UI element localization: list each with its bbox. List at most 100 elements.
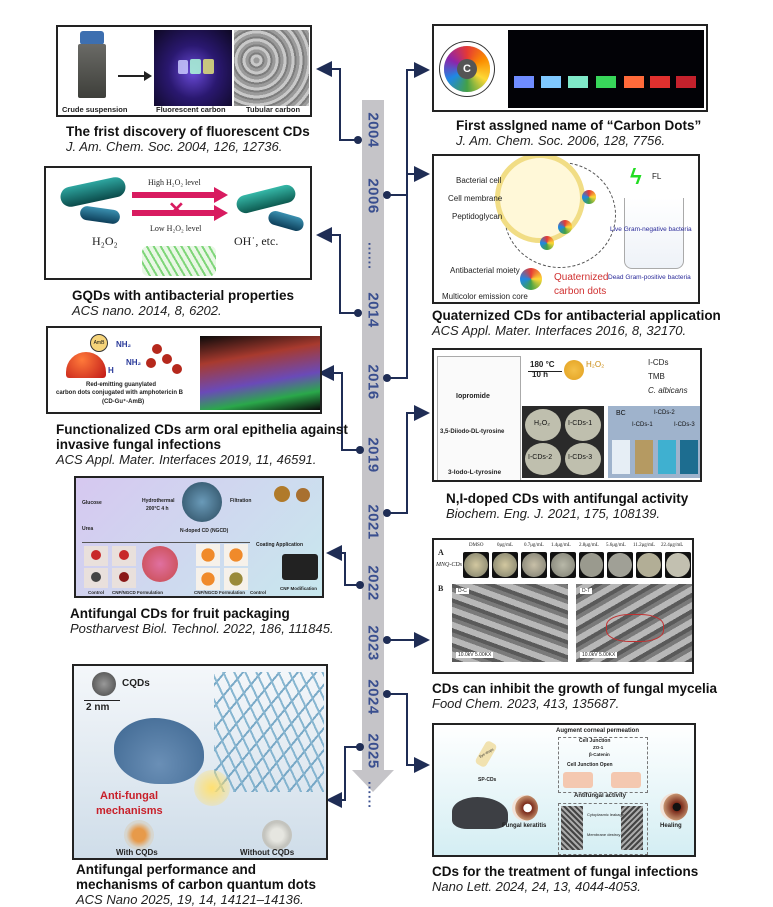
bacterium-graphic [266,209,306,233]
entry-reference: Nano Lett. 2024, 24, 13, 4044-4053. [432,879,641,894]
figure-label: Peptidoglycan [452,212,503,221]
entry-reference: J. Am. Chem. Soc. 2006, 128, 7756. [456,133,666,148]
fruit-cross-section-graphic [142,546,178,582]
connector-2014 [316,227,358,314]
petri-dish-row [463,552,691,578]
timeline-arrowhead [352,770,394,792]
carbon-dot-graphic [540,236,554,250]
sem-image-control: D-C 10.0kV 5.00KX [452,584,568,662]
entry-reference: Food Chem. 2023, 413, 135687. [432,696,620,711]
figure-label: H [108,366,114,375]
figure-label: H₂O₂ [534,420,550,427]
figure-label: Antifungal activity [574,793,627,799]
caption-2019: Functionalized CDs arm oral epithelia ag… [56,422,356,467]
figure-label: C. albicans [648,386,688,395]
figure-label: Control [88,590,104,595]
figure-label: ZO-1 [593,745,604,750]
connector-2004 [316,61,358,141]
connector-2006 [387,62,430,196]
caption-2024: CDs for the treatment of fungal infectio… [432,864,698,894]
figure-label: 0.7μg/mL [524,543,544,548]
figure-label: Tubular carbon [246,105,301,114]
figure-label: Glucose [82,500,102,506]
figure-label: Low H₂O₂ level [150,224,202,233]
petri-dish-grid: H₂O₂ I-CDs-1 I-CDs-2 I-CDs-3 [522,406,604,478]
antifungal-box: Cytoplasmic leakage Membrane destroy [558,803,648,855]
figure-panel-2016: Bacterial cell Cell membrane Peptidoglyc… [432,154,700,304]
node-2014 [354,309,362,317]
node-2023 [383,636,391,644]
figure-label: I-CDs-2 [528,454,553,461]
figure-label: Bacterial cell [456,176,502,185]
figure-label: I-CDs-1 [632,422,653,428]
year-label-2022: 2022 [364,565,382,601]
sem-image-treated: D-T 10.0kV 5.00KX [576,584,692,662]
figure-label: 10 h [532,370,549,379]
carbon-dot-graphic [582,190,596,204]
figure-label: Fluorescent carbon [156,105,226,114]
year-label-2016: 2016 [364,364,382,400]
fluorescent-vials-photo [154,30,232,106]
figure-label: Augment corneal permeation [556,728,640,734]
figure-label: 11.2μg/mL [633,543,656,548]
figure-label: D-T [580,588,593,594]
eye-graphic [512,795,538,821]
figure-label: Cell Junction [579,738,611,744]
caption-2023: CDs can inhibit the growth of fungal myc… [432,681,717,711]
year-label-2025: 2025 [364,733,382,769]
figure-label: 2.8μg/mL [579,543,599,548]
figure-label: Fungal keratitis [502,823,547,829]
figure-label: Urea [82,526,94,532]
figure-label: 10.0kV 5.00KX [456,652,494,658]
figure-label: 22.4μg/mL [661,543,684,548]
figure-label: B [438,584,444,593]
figure-label: A [438,548,444,557]
year-label-2024: 2024 [364,679,382,715]
figure-label: CQDs [122,678,150,689]
figure-panel-2022: Glucose Urea Hydrothermal 200°C 4 h N-do… [74,476,324,598]
figure-label: Cell Junction Open [567,762,613,768]
figure-label: DMSO [469,543,484,548]
node-2016 [383,374,391,382]
figure-panel-2014: ✕ High H₂O₂ level Low H₂O₂ level H₂O₂ OH… [44,166,312,280]
figure-label: H₂O₂ [92,234,118,248]
caption-2014: GQDs with antibacterial properties ACS n… [72,288,294,318]
entry-title: Antifungal CDs for fruit packaging [70,606,290,621]
figure-label: Control [250,590,266,595]
figure-label: I-CDs-2 [654,410,675,416]
figure-label: Healing [660,823,682,829]
entry-reference: Biochem. Eng. J. 2021, 175, 108139. [446,506,660,521]
node-2021 [383,509,391,517]
figure-label: I-CDs-1 [568,420,593,427]
vials-photo: BC I-CDs-1 I-CDs-2 I-CDs-3 [608,406,700,478]
bacterium-graphic [234,183,298,215]
magnified-cell-circle [495,156,616,268]
dish-with-cqds-graphic [124,820,154,850]
figure-label: NH₂ [116,340,132,349]
connector-2021 [387,405,430,514]
entry-title: First asslgned name of “Carbon Dots” [456,118,702,133]
caption-2021: N,I-doped CDs with antifungal activity B… [446,491,688,521]
glow-graphic [194,770,230,806]
figure-panel-2023: A MNQ-CDs DMSO 0μg/mL 0.7μg/mL 1.4μg/mL … [432,538,694,674]
figure-label: CNF/NGCD Formulation [194,590,245,595]
healed-eye-graphic [660,793,688,821]
carbon-dot-graphic [66,352,106,378]
year-label-2023: 2023 [364,625,382,661]
figure-label: Iopromide [456,393,490,400]
orange-photo [196,544,220,566]
figure-label: OH˙, etc. [234,234,279,248]
mycelia-graphic [214,672,324,792]
bacterium-graphic [79,205,121,225]
bacterium-graphic [58,175,128,209]
figure-label: 3-Iodo-L-tyrosine [448,469,502,476]
figure-label: 180 °C [530,360,555,369]
lightning-icon: ϟ [630,164,642,189]
cross-mark-icon: ✕ [168,199,185,221]
year-label-2019: 2019 [364,437,382,473]
figure-label: 1.4μg/mL [551,543,571,548]
figure-label: With CQDs [116,848,158,857]
figure-label: Cytoplasmic leakage [587,812,624,817]
year-ellipsis: ...... [365,242,381,270]
tubular-carbon-tem-image [234,30,309,106]
